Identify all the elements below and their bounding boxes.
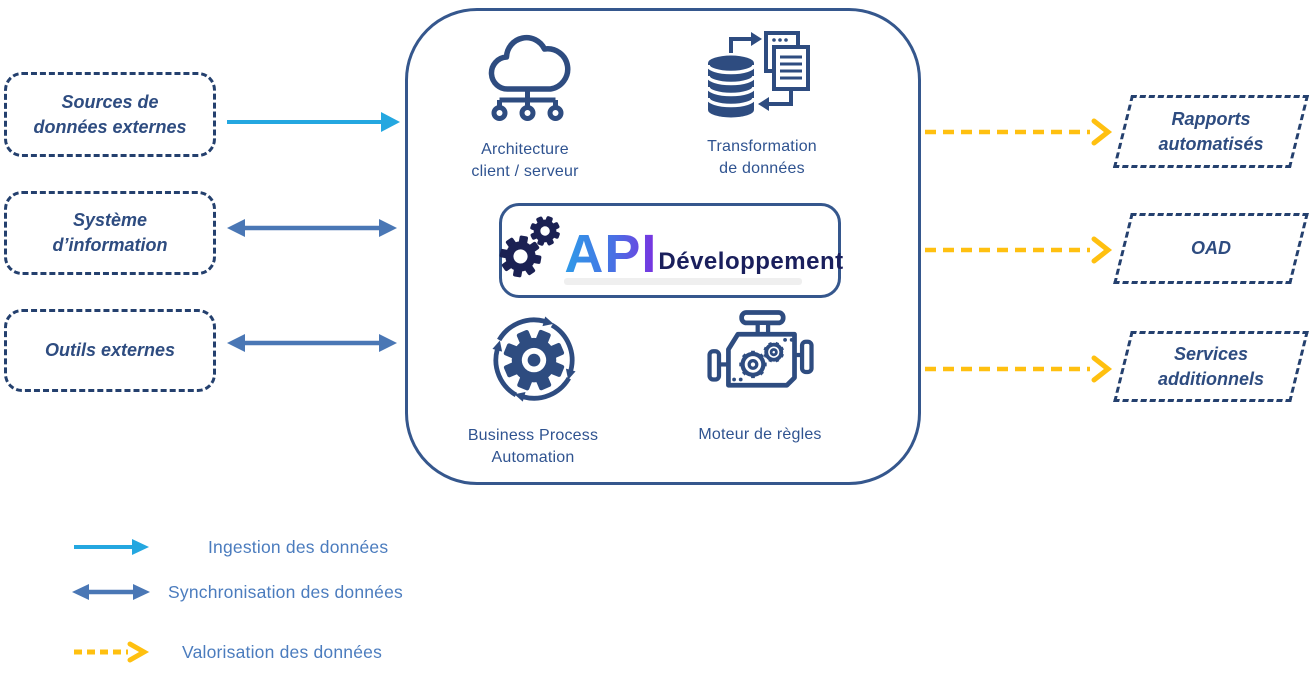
node-services-additionnels: Services additionnels (1113, 331, 1309, 402)
module-label-line: Business Process (467, 427, 599, 444)
node-label: Outils externes (44, 340, 176, 360)
node-label: Sources de (61, 91, 159, 112)
node-oad: OAD (1113, 213, 1309, 284)
legend-label-ingestion: Ingestion des données (208, 536, 389, 557)
node-label: Système (72, 210, 148, 230)
legend-label-valorisation: Valorisation des données (182, 641, 383, 662)
gears-icon (500, 215, 561, 277)
node-rapports-automatises: Rapports automatisés (1112, 95, 1310, 168)
module-label-line: Automation (491, 449, 575, 466)
arrow-synchronisation-si (227, 219, 397, 237)
module-label-line: Moteur de règles (698, 426, 822, 443)
module-business-process-automation: Business Process Automation (433, 425, 633, 469)
logo-api-text: API (564, 223, 658, 284)
arrow-valorisation-services (925, 355, 1113, 383)
arrow-synchronisation-outils (227, 334, 397, 352)
api-developpement-logo: API Développement (496, 203, 843, 298)
engine-icon (707, 310, 814, 388)
gear-sync-icon (492, 316, 576, 402)
node-outils-externes: Outils externes (4, 309, 216, 392)
module-label-line: Architecture (481, 141, 569, 158)
logo-developpement-text: Développement (658, 247, 844, 275)
node-label: automatisés (1158, 133, 1264, 154)
ingestion-arrow-icon (74, 539, 149, 555)
legend-item-valorisation: Valorisation des données (72, 641, 382, 663)
database-transform-icon (706, 31, 810, 118)
node-label: Services (1173, 343, 1249, 364)
valorisation-arrow-icon (74, 641, 150, 663)
node-label: additionnels (1157, 368, 1264, 389)
module-transformation-donnees: Transformation de données (662, 136, 862, 180)
node-label: d’information (52, 235, 168, 255)
node-label-wrap: OAD (1125, 216, 1297, 281)
arrow-ingestion (227, 112, 400, 132)
arrow-valorisation-oad (925, 236, 1113, 264)
module-label-line: Transformation (707, 138, 817, 155)
arrow-valorisation-rapports (925, 118, 1113, 146)
logo-lockup: API Développement (496, 213, 843, 281)
module-architecture-client-serveur: Architecture client / serveur (425, 139, 625, 183)
node-label: OAD (1191, 238, 1231, 258)
node-label-wrap: Rapports automatisés (1125, 98, 1297, 165)
module-label-line: client / serveur (471, 163, 579, 180)
module-moteur-de-regles: Moteur de règles (660, 424, 860, 446)
synchronisation-arrow-icon (72, 584, 150, 600)
node-label: Rapports (1171, 108, 1251, 129)
node-label-wrap: Services additionnels (1125, 334, 1297, 399)
cloud-network-icon (488, 34, 571, 121)
node-systeme-information: Système d’information (4, 191, 216, 275)
node-label: données externes (33, 116, 187, 137)
node-sources-donnees-externes: Sources de données externes (4, 72, 216, 157)
logo-tagline-ghost (564, 278, 802, 285)
legend-item-synchronisation: Synchronisation des données (72, 581, 403, 603)
module-label-line: de données (719, 160, 805, 177)
legend-item-ingestion: Ingestion des données (72, 536, 388, 558)
legend-label-synchronisation: Synchronisation des données (168, 581, 404, 602)
